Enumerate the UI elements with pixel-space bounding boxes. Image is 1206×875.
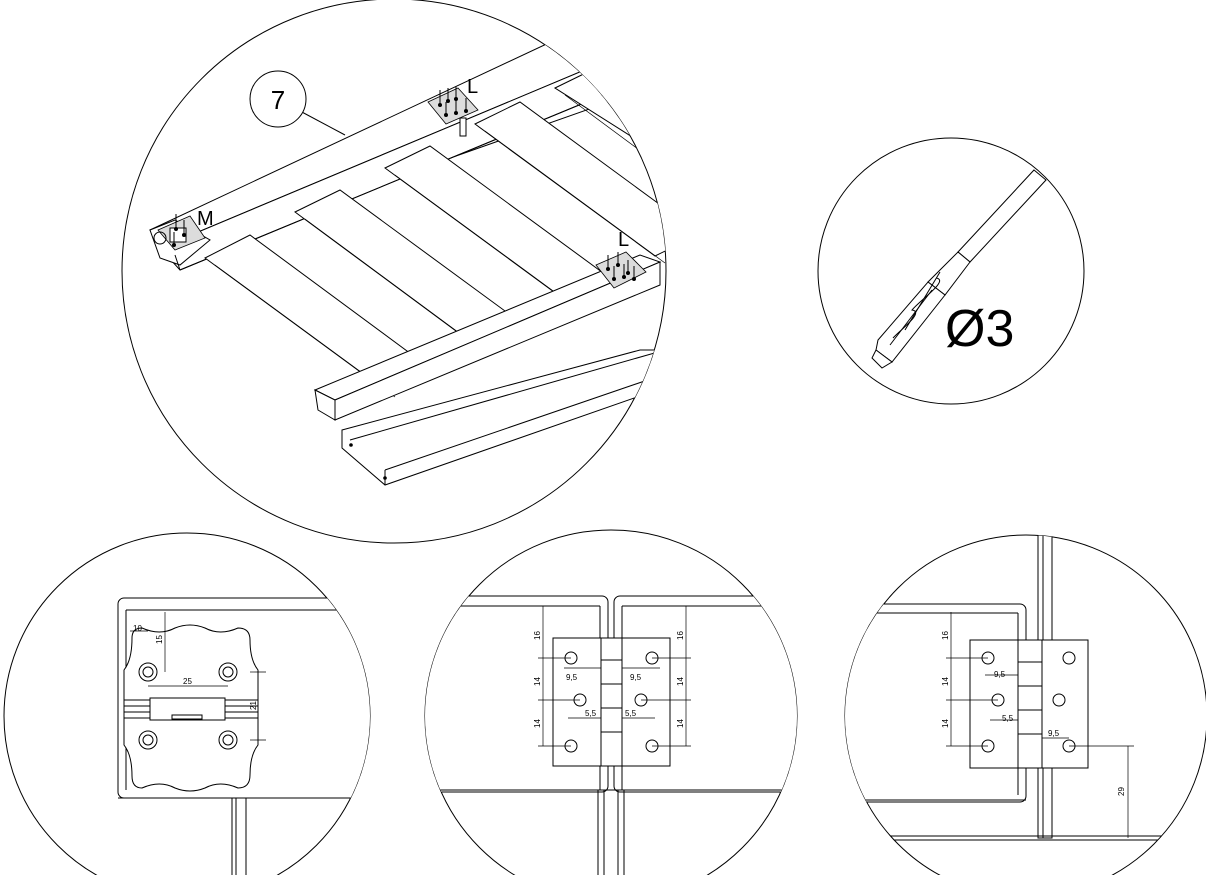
dim-10: 10 <box>133 624 142 633</box>
dim-left-14b: 14 <box>533 719 542 728</box>
fastener-label-m: M <box>197 208 214 230</box>
right-hinge-detail: 16 14 14 9,5 5,5 9,5 29 <box>844 534 1206 875</box>
dim-right-14a: 14 <box>941 677 950 686</box>
dim-right-14a: 14 <box>676 677 685 686</box>
main-detail-circle <box>121 0 667 544</box>
hinge-holes <box>138 662 238 750</box>
step-callout-circle <box>249 70 307 128</box>
dim-right-29: 29 <box>1117 787 1126 796</box>
main-assembly-detail: 7 L L M <box>121 0 667 544</box>
drill-detail-circle <box>817 137 1085 405</box>
drill-bit-detail: Ø3 <box>817 137 1085 405</box>
left-hinge-detail: 10 15 25 21 <box>3 532 371 875</box>
dim-left-16: 16 <box>533 631 542 640</box>
middle-hinge-detail: 16 14 14 16 14 14 9,5 9,5 5,5 5,5 <box>424 529 798 875</box>
dim-right-16: 16 <box>941 631 950 640</box>
drill-diameter-label: Ø3 <box>945 300 1014 358</box>
dim-right-16: 16 <box>676 631 685 640</box>
hinge-lower-leaf <box>123 717 259 792</box>
dim-left-14a: 14 <box>533 677 542 686</box>
dim-right-5-5: 5,5 <box>1002 714 1014 723</box>
dim-left-5-5: 5,5 <box>585 709 597 718</box>
dim-25: 25 <box>183 677 192 686</box>
hinge-top-l <box>427 86 479 137</box>
dim-right-14b: 14 <box>941 719 950 728</box>
dim-21: 21 <box>249 701 258 710</box>
dim-15: 15 <box>155 635 164 644</box>
step-number: 7 <box>271 85 285 115</box>
lower-stretcher <box>341 349 666 486</box>
step-leader-line <box>299 110 346 136</box>
bench-frame <box>149 29 666 486</box>
dim-right-9-5a: 9,5 <box>994 670 1006 679</box>
hinge-upper-leaf <box>123 624 259 701</box>
fastener-label-l-top: L <box>467 76 478 98</box>
dim-right-5-5: 5,5 <box>625 709 637 718</box>
hinge-right-l <box>595 251 647 289</box>
dim-left-9-5: 9,5 <box>566 673 578 682</box>
fastener-label-l-right: L <box>618 229 629 251</box>
drill-bit-icon <box>871 169 1047 369</box>
dim-right-9-5b: 9,5 <box>1048 729 1060 738</box>
bracket-m <box>153 214 206 251</box>
dim-right-9-5: 9,5 <box>630 673 642 682</box>
right-hinge-right-leaf <box>1041 639 1089 769</box>
dim-right-14b: 14 <box>676 719 685 728</box>
